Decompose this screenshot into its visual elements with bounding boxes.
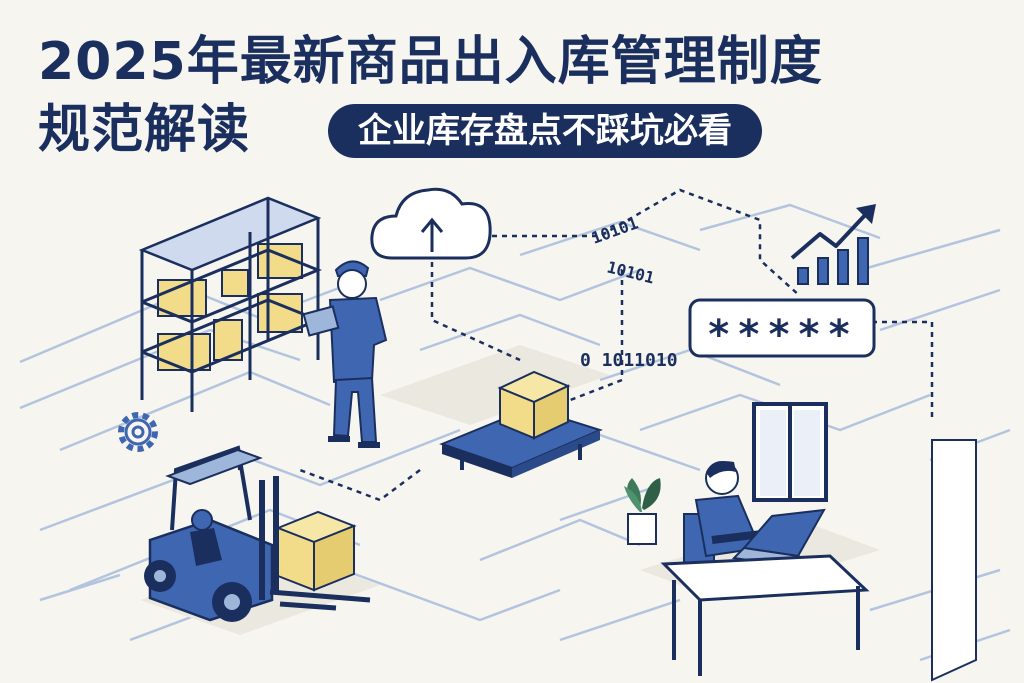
office-worker-at-desk: [660, 461, 870, 676]
binary-text-1: 10101: [589, 213, 641, 247]
conveyor-with-box: [439, 370, 603, 478]
trending-up-chart-icon: [790, 204, 876, 285]
forklift: [144, 445, 371, 622]
title-line-2: 规范解读: [38, 100, 251, 160]
gear-icon: [118, 412, 158, 452]
binary-text-3: 0 1011010: [580, 350, 678, 371]
office-wall: [752, 402, 977, 682]
data-connectors: [299, 188, 934, 502]
worker-with-clipboard: [302, 260, 388, 448]
binary-text-2: 10101: [605, 257, 656, 287]
password-field: *****: [688, 298, 876, 358]
cloud-upload-icon: [370, 187, 492, 260]
potted-plant: [624, 478, 661, 545]
subtitle-pill: 企业库存盘点不踩坑必看: [328, 104, 762, 158]
password-mask: *****: [707, 312, 857, 358]
title-line-1: 2025年最新商品出入库管理制度: [38, 32, 823, 92]
